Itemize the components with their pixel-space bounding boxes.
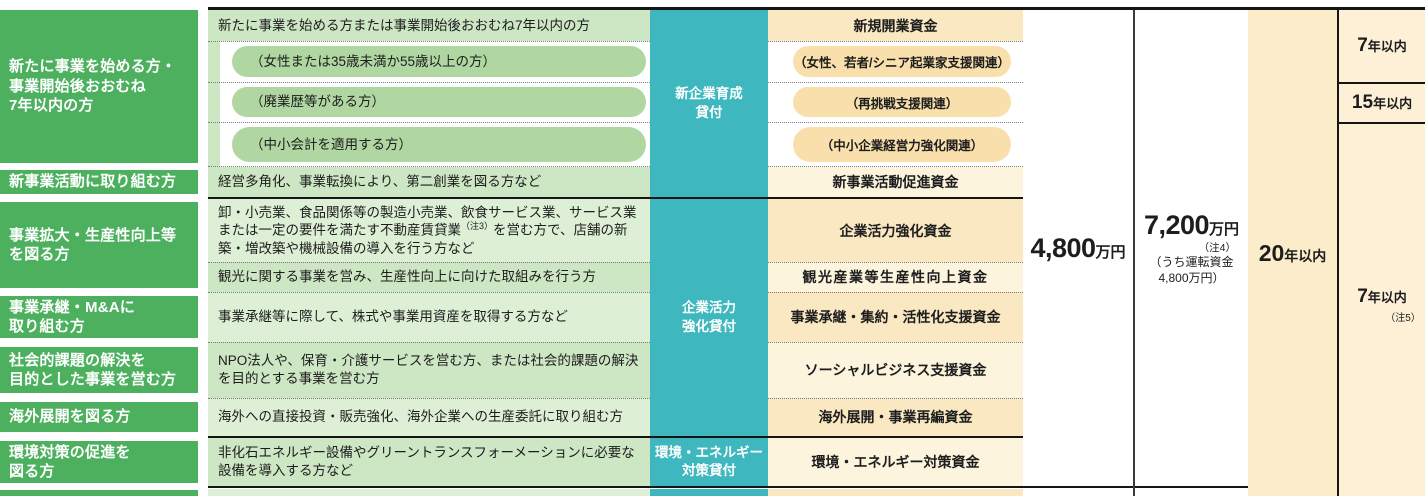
fund-pill-restart: （再挑戦支援関連）	[793, 87, 1011, 117]
column-border	[1337, 10, 1339, 496]
condition-npo: NPO法人や、保育・介護サービスを営む方、または社会的課題の解決を目的とする事業…	[208, 342, 650, 398]
table-top-border	[208, 7, 1425, 10]
dotted-divider	[208, 82, 650, 83]
period-7y-note5: 7年以内 （注5）	[1357, 286, 1421, 324]
fund-new-opening: 新規開業資金	[768, 10, 1023, 41]
condition-overseas: 海外への直接投資・販売強化、海外企業への生産委託に取り組む方	[208, 398, 650, 436]
fund-pill-strengthen: （中小企業経営力強化関連）	[793, 127, 1011, 162]
applicant-social-issues: 社会的課題の解決を 目的とした事業を営む方	[0, 347, 198, 393]
green-strip	[208, 122, 220, 167]
fund-vitality: 企業活力強化資金	[768, 199, 1023, 262]
dotted-divider	[208, 166, 650, 167]
condition-next-row-sliver	[208, 489, 650, 496]
dotted-divider	[208, 292, 650, 293]
condition-pill-restart: （廃業歴等がある方）	[232, 87, 646, 117]
loan-category-new-enterprise: 新企業育成 貸付	[650, 10, 768, 197]
section-border	[208, 486, 1425, 488]
loan-limit-standard: 4,800万円	[1023, 10, 1133, 486]
condition-tourism: 観光に関する事業を営み、生産性向上に向けた取組みを行う方	[208, 262, 650, 292]
period-column-background	[1339, 10, 1425, 496]
fund-succession: 事業承継・集約・活性化支援資金	[768, 292, 1023, 342]
applicant-succession-ma: 事業承継・M&Aに 取り組む方	[0, 296, 198, 338]
dotted-divider	[208, 122, 650, 123]
dotted-divider	[768, 166, 1023, 167]
applicant-new-activity: 新事業活動に取り組む方	[0, 170, 198, 194]
dotted-divider	[208, 398, 650, 399]
condition-pill-accounting: （中小会計を適用する方）	[232, 127, 646, 162]
period-equipment-20y: 20年以内	[1248, 10, 1337, 496]
green-strip	[208, 82, 220, 122]
green-strip	[208, 41, 220, 82]
dotted-divider	[208, 41, 650, 42]
fund-pill-row-women: （女性、若者/シニア起業家支援関連）	[768, 41, 1023, 82]
condition-environment: 非化石エネルギー設備やグリーントランスフォーメーションに必要な設備を導入する方な…	[208, 438, 650, 486]
fund-next-sliver	[768, 489, 1023, 496]
condition-pill-row-restart: （廃業歴等がある方）	[208, 82, 650, 122]
condition-new-business: 新たに事業を始める方または事業開始後おおむね7年以内の方	[208, 10, 650, 41]
applicant-environment: 環境対策の促進を 図る方	[0, 441, 198, 483]
dotted-divider	[208, 342, 650, 343]
dotted-divider	[768, 398, 1023, 399]
dotted-divider	[768, 292, 1023, 293]
fund-environment: 環境・エネルギー対策資金	[768, 438, 1023, 486]
fund-social: ソーシャルビジネス支援資金	[768, 342, 1023, 398]
note4: （注4）	[1198, 241, 1236, 254]
condition-retail: 卸・小売業、食品関係等の製造小売業、飲食サービス業、サービス業または一定の要件を…	[208, 199, 650, 262]
note3-superscript: （注3）	[461, 221, 494, 232]
section-border	[208, 197, 1023, 199]
dotted-divider	[768, 342, 1023, 343]
applicant-next-row-sliver	[0, 490, 198, 496]
period-row-border	[1339, 122, 1425, 124]
fund-new-activity: 新事業活動促進資金	[768, 167, 1023, 197]
fund-pill-row-restart: （再挑戦支援関連）	[768, 82, 1023, 122]
note5: （注5）	[1385, 313, 1421, 324]
column-border	[1133, 10, 1135, 496]
loan-category-vitality: 企業活力 強化貸付	[650, 199, 768, 436]
loan-category-environment: 環境・エネルギー 対策貸付	[650, 438, 768, 486]
dotted-divider	[768, 122, 1023, 123]
applicant-overseas: 海外展開を図る方	[0, 402, 198, 432]
dotted-divider	[768, 41, 1023, 42]
fund-pill-row-strengthen: （中小企業経営力強化関連）	[768, 122, 1023, 167]
loan-category-next-sliver	[650, 489, 768, 496]
period-7y-top: 7年以内	[1357, 35, 1407, 56]
applicant-new-business: 新たに事業を始める方・ 事業開始後おおむね 7年以内の方	[0, 10, 198, 163]
fund-pill-women: （女性、若者/シニア起業家支援関連）	[793, 46, 1011, 77]
condition-succession: 事業承継等に際して、株式や事業用資産を取得する方など	[208, 292, 650, 342]
loan-limit-special: 7,200万円 （注4） （うち運転資金 4,800万円）	[1135, 10, 1248, 486]
applicant-expansion: 事業拡大・生産性向上等 を図る方	[0, 202, 198, 288]
condition-pill-row-women: （女性または35歳未満か55歳以上の方）	[208, 41, 650, 82]
period-row-border	[1339, 82, 1425, 84]
dotted-divider	[768, 262, 1023, 263]
condition-pill-women: （女性または35歳未満か55歳以上の方）	[232, 46, 646, 77]
condition-new-activity: 経営多角化、事業転換により、第二創業を図る方など	[208, 167, 650, 197]
condition-pill-row-accounting: （中小会計を適用する方）	[208, 122, 650, 167]
dotted-divider	[768, 82, 1023, 83]
section-border	[208, 436, 1023, 438]
dotted-divider	[208, 262, 650, 263]
period-15y: 15年以内	[1351, 92, 1413, 113]
fund-overseas: 海外展開・事業再編資金	[768, 398, 1023, 436]
fund-tourism: 観光産業等生産性向上資金	[768, 262, 1023, 292]
